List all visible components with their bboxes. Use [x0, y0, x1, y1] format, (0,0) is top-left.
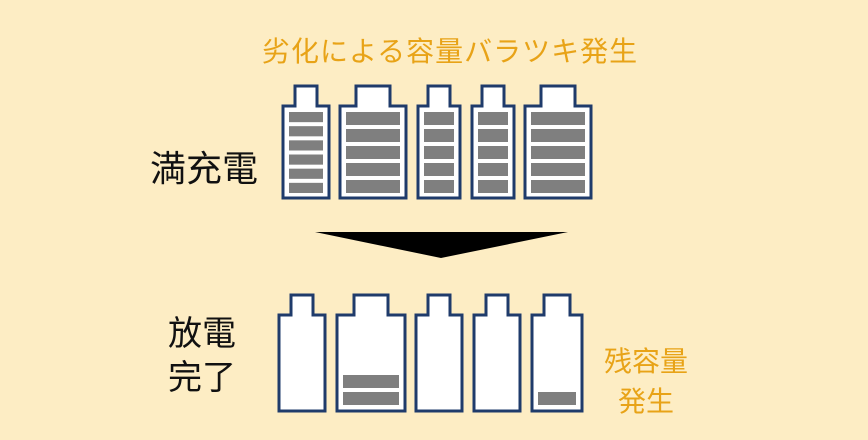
charge-bar — [346, 180, 400, 193]
charge-bar — [424, 112, 454, 125]
battery-1 — [281, 84, 331, 200]
charge-bar — [346, 129, 400, 142]
charge-bar — [289, 140, 323, 151]
battery-shell — [414, 293, 464, 413]
charge-bar — [531, 163, 585, 176]
battery-3 — [416, 84, 462, 200]
battery-3 — [414, 293, 464, 413]
charge-bar — [289, 154, 323, 165]
label-remaining-capacity: 残容量 発生 — [604, 345, 689, 418]
battery-shell — [530, 293, 584, 413]
charge-bar — [531, 146, 585, 159]
charge-bar — [343, 375, 399, 388]
battery-2 — [338, 84, 408, 200]
battery-shell — [277, 293, 327, 413]
charge-bar — [289, 168, 323, 179]
charge-bar — [346, 112, 400, 125]
charge-bar — [289, 112, 323, 123]
battery-4 — [470, 84, 516, 200]
charge-bar — [424, 146, 454, 159]
charge-bar — [289, 182, 323, 193]
charge-bar — [343, 392, 399, 405]
battery-row-discharged — [277, 293, 584, 413]
charge-bar — [478, 163, 508, 176]
battery-5 — [530, 293, 584, 413]
diagram-title: 劣化による容量バラツキ発生 — [262, 35, 639, 68]
charge-bar — [531, 112, 585, 125]
charge-bar — [478, 112, 508, 125]
charge-bar — [346, 163, 400, 176]
down-arrow-icon — [315, 232, 568, 258]
charge-bar — [346, 146, 400, 159]
label-full-charge: 満充電 — [150, 149, 259, 190]
battery-2 — [335, 293, 407, 413]
charge-bar — [531, 180, 585, 193]
battery-5 — [523, 84, 593, 200]
charge-bar — [424, 180, 454, 193]
charge-bar — [424, 163, 454, 176]
battery-4 — [472, 293, 522, 413]
charge-bar — [538, 392, 576, 405]
charge-bar — [478, 146, 508, 159]
battery-shell — [472, 293, 522, 413]
battery-1 — [277, 293, 327, 413]
charge-bar — [478, 129, 508, 142]
charge-bar — [531, 129, 585, 142]
charge-bar — [424, 129, 454, 142]
label-discharge-complete: 放電 完了 — [168, 314, 236, 398]
charge-bar — [478, 180, 508, 193]
battery-row-full — [281, 84, 593, 200]
charge-bar — [289, 126, 323, 137]
